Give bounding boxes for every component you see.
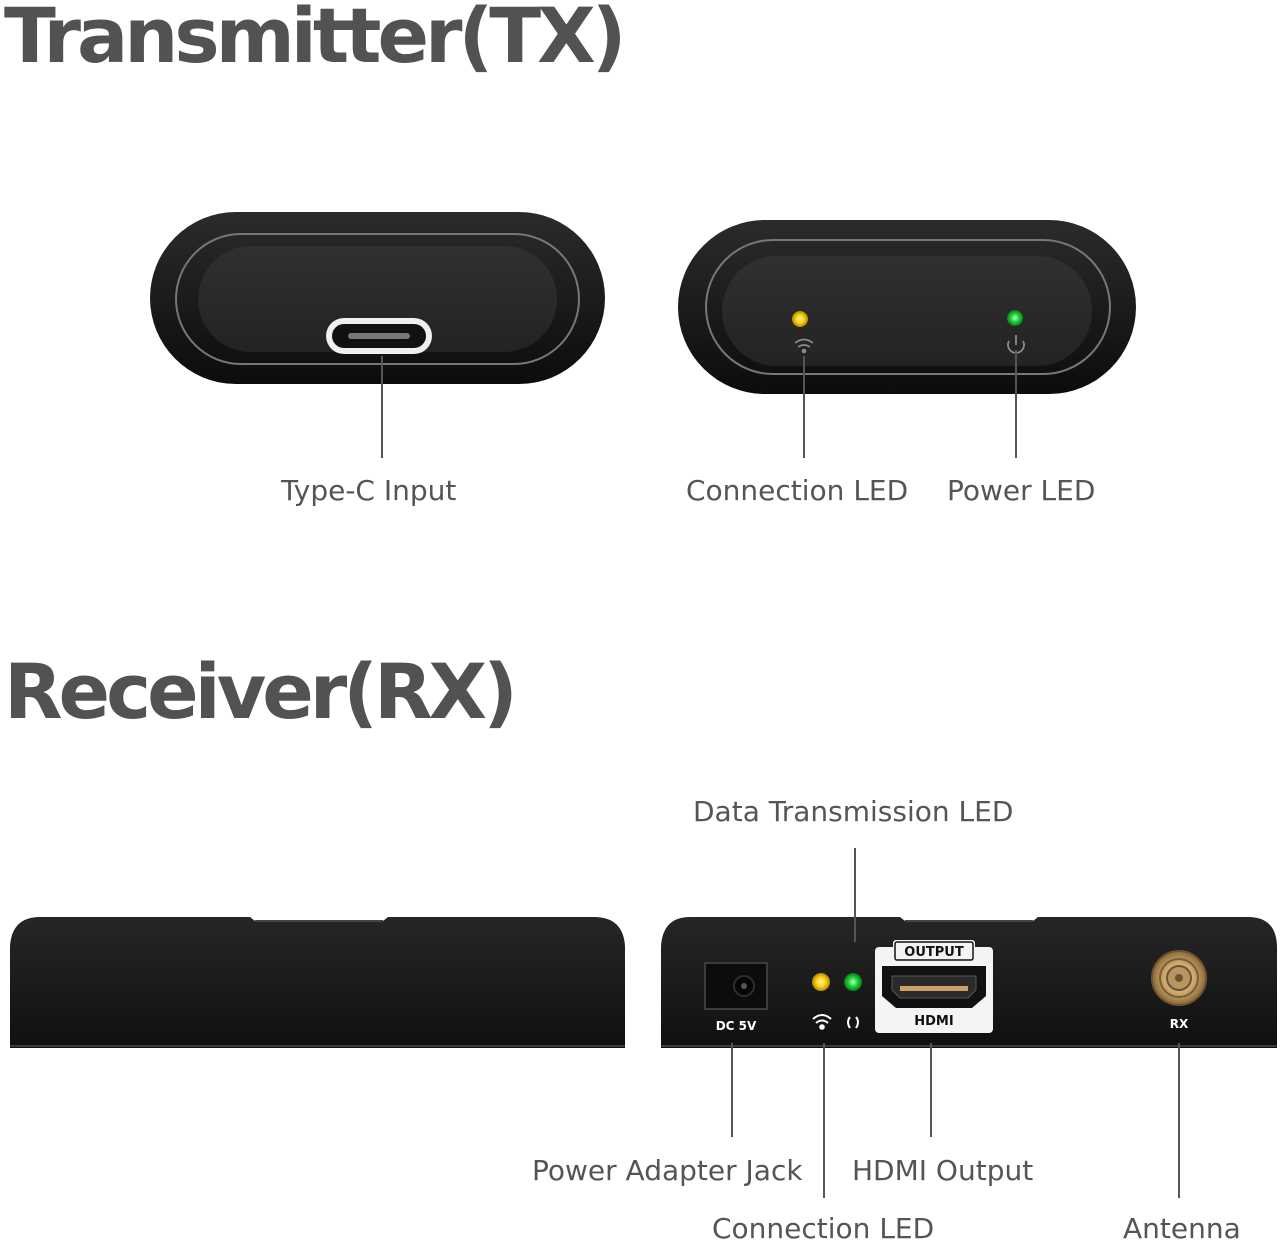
label-data-transmission-led: Data Transmission LED xyxy=(693,795,1014,828)
tx-connection-led xyxy=(792,311,808,327)
label-hdmi-output: HDMI Output xyxy=(852,1154,1034,1187)
dc-port-label: DC 5V xyxy=(716,1019,757,1033)
label-tx-power-led: Power LED xyxy=(947,474,1096,507)
rx-port-label: RX xyxy=(1170,1017,1189,1031)
transmitter-led-end xyxy=(678,220,1136,394)
rx-leader-lines xyxy=(731,848,1180,1198)
transmitter-title: Transmitter(TX) xyxy=(4,0,626,80)
label-power-adapter-jack: Power Adapter Jack xyxy=(532,1154,803,1187)
rx-connection-led xyxy=(812,973,830,991)
label-tx-connection-led: Connection LED xyxy=(686,474,909,507)
hdmi-output-port xyxy=(875,940,993,1033)
label-antenna: Antenna xyxy=(1123,1212,1241,1245)
label-rx-connection-led: Connection LED xyxy=(712,1212,935,1245)
dc-power-jack xyxy=(704,962,768,1010)
transmitter-typec-end xyxy=(150,212,605,384)
output-port-label: OUTPUT xyxy=(904,945,964,960)
tx-wifi-icon xyxy=(794,338,814,354)
receiver-blank-side xyxy=(10,917,625,1048)
tx-power-led xyxy=(1007,310,1023,326)
tx-leader-lines xyxy=(381,350,1017,458)
hdmi-port-label: HDMI xyxy=(914,1014,953,1029)
receiver-port-side: DC 5V OUTPUT HDMI xyxy=(661,917,1277,1048)
receiver-title: Receiver(RX) xyxy=(4,647,518,736)
rx-data-led xyxy=(844,973,862,991)
rx-data-icon xyxy=(847,1016,859,1029)
type-c-port xyxy=(326,318,432,354)
rx-wifi-icon xyxy=(812,1014,832,1030)
label-type-c-input: Type-C Input xyxy=(281,474,457,507)
antenna-connector xyxy=(1151,950,1207,1006)
